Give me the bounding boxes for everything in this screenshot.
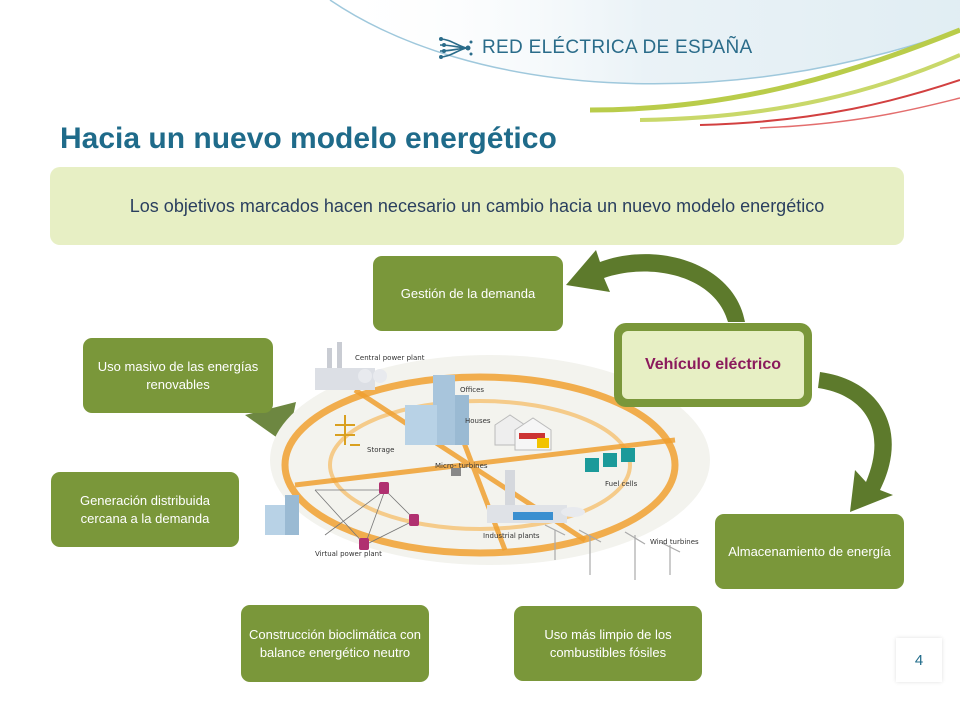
box-electric-vehicle: Vehículo eléctrico <box>614 323 812 407</box>
box-bioclimatic-construction-text: Construcción bioclimática con balance en… <box>249 626 421 660</box>
label-wind-turbines: Wind turbines <box>650 538 699 546</box>
logo-text: RED ELÉCTRICA DE ESPAÑA <box>482 37 753 58</box>
box-energy-storage-text: Almacenamiento de energía <box>728 543 891 559</box>
virtual-power-plant-building <box>265 495 299 535</box>
box-bioclimatic-construction: Construcción bioclimática con balance en… <box>241 605 429 682</box>
logo-mark-icon <box>439 37 473 59</box>
box-clean-fossil-fuels: Uso más limpio de los combustibles fósil… <box>514 606 702 681</box>
page-title: Hacia un nuevo modelo energético <box>60 122 557 155</box>
label-virtual-power-plant: Virtual power plant <box>315 550 382 558</box>
grid-ring-inner <box>328 399 632 531</box>
company-logo: RED ELÉCTRICA DE ESPAÑA <box>438 28 753 68</box>
label-storage: Storage <box>367 446 394 454</box>
box-distributed-generation: Generación distribuida cercana a la dema… <box>51 472 239 547</box>
offices <box>405 375 469 445</box>
label-fuel-cells: Fuel cells <box>605 480 638 488</box>
page-number: 4 <box>896 638 942 682</box>
label-micro-turbines-text: Micro- turbines <box>435 462 488 470</box>
box-renewables-text: Uso masivo de las energías renovables <box>97 358 259 392</box>
smart-grid-illustration: Central power plant Offices Houses Stora… <box>265 342 710 580</box>
grid-ring-outer <box>281 373 679 557</box>
micro-turbines <box>451 468 461 476</box>
label-central-power-plant: Central power plant <box>355 354 425 362</box>
arrow-ev-to-demand <box>566 250 745 322</box>
page-number-text: 4 <box>914 651 924 669</box>
box-energy-storage: Almacenamiento de energía <box>715 514 904 589</box>
box-clean-fossil-fuels-text: Uso más limpio de los combustibles fósil… <box>544 626 672 660</box>
industrial-plants <box>487 470 585 523</box>
objective-banner: Los objetivos marcados hacen necesario u… <box>50 167 904 245</box>
header-swoosh-decoration <box>329 0 960 129</box>
banner-text: Los objetivos marcados hacen necesario u… <box>129 196 825 216</box>
central-power-plant <box>315 342 387 390</box>
box-renewables: Uso masivo de las energías renovables <box>83 338 273 413</box>
storage <box>335 415 360 446</box>
arrow-ev-to-storage <box>818 372 893 512</box>
houses <box>494 414 552 451</box>
label-houses: Houses <box>465 417 491 425</box>
fuel-cells <box>585 448 635 472</box>
label-offices: Offices <box>460 386 484 394</box>
wind-turbines <box>544 524 681 580</box>
label-micro-turbines: Micro- turbines <box>435 462 488 470</box>
box-distributed-generation-text: Generación distribuida cercana a la dema… <box>79 492 211 526</box>
box-electric-vehicle-text: Vehículo eléctrico <box>644 356 782 373</box>
box-demand-management: Gestión de la demanda <box>373 256 563 331</box>
label-industrial-plants: Industrial plants <box>483 532 540 540</box>
box-demand-management-text: Gestión de la demanda <box>400 285 536 301</box>
box-electric-vehicle-inner: Vehículo eléctrico <box>622 331 804 399</box>
